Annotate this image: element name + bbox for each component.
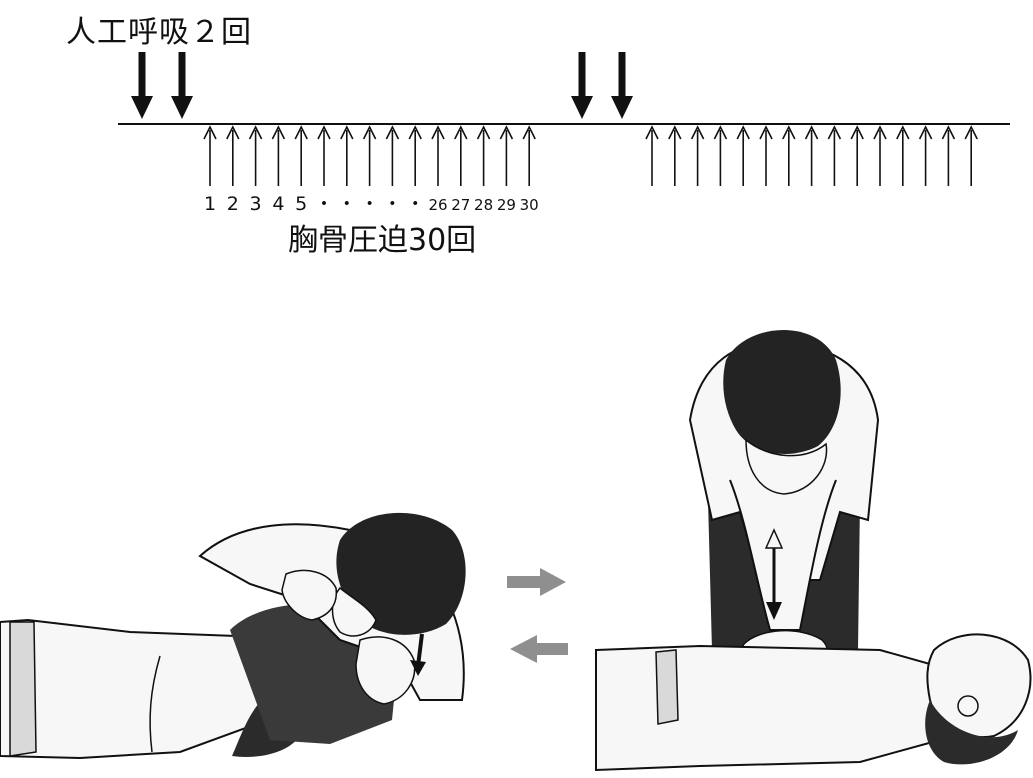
rescuer-hair-right [723, 329, 841, 454]
rescuer-hair [336, 512, 466, 635]
compression-arrow [873, 125, 887, 186]
compression-arrow [522, 125, 536, 186]
patient-belt [655, 649, 679, 725]
compression-arrow [736, 125, 750, 186]
patient-hair-right [925, 700, 1018, 765]
rescuer-hand-nose [281, 569, 338, 621]
compression-arrow [690, 125, 705, 186]
compression-arrow [850, 125, 864, 186]
rescuer-face [331, 586, 377, 637]
compression-arrow [476, 125, 491, 186]
compression-arrow [294, 125, 308, 186]
count-label: 2 [227, 193, 239, 215]
breath-arrow [611, 52, 633, 119]
rescue-breathing-illustration [0, 512, 466, 760]
count-label: 5 [295, 193, 307, 215]
count-label: ・ [406, 193, 425, 215]
compression-arrow [645, 125, 659, 186]
count-label: 28 [474, 196, 493, 214]
compression-arrow [804, 125, 819, 186]
compression-arrow [454, 125, 468, 186]
count-label: 27 [451, 196, 470, 214]
count-label: ・ [314, 193, 333, 215]
compression-arrow [827, 125, 842, 186]
compression-arrow [226, 125, 240, 186]
compression-arrow [713, 125, 728, 186]
compression-arrow [759, 125, 773, 186]
compression-arrow [248, 125, 263, 186]
breath-arrow [171, 52, 193, 119]
compression-arrow [941, 125, 956, 186]
count-label: ・ [383, 193, 402, 215]
compression-arrow [362, 125, 377, 186]
compression-arrow [340, 125, 354, 186]
compression-arrow [203, 125, 217, 186]
compression-arrow [782, 125, 796, 186]
compression-arrow [668, 125, 682, 186]
breath-arrows [131, 52, 633, 119]
patient-head-right [926, 633, 1032, 739]
count-label: 30 [520, 196, 539, 214]
compressions-label: 胸骨圧迫30回 [288, 223, 477, 258]
count-label: 29 [497, 196, 516, 214]
breaths-label: 人工呼吸２回 [66, 15, 252, 50]
compression-arrow [317, 125, 331, 186]
cycle-arrow-right [507, 568, 566, 596]
breath-arrow [131, 52, 153, 119]
patient-sleeve [9, 621, 37, 757]
compression-arrows [203, 125, 978, 186]
count-label: 1 [204, 193, 216, 215]
compression-arrow [896, 125, 910, 186]
count-label: ・ [360, 193, 379, 215]
cycle-arrow-left [510, 635, 568, 663]
rescuer-hand-chin [355, 636, 416, 705]
count-label: 4 [272, 193, 284, 215]
compression-arrow [408, 125, 422, 186]
count-label: 3 [250, 193, 262, 215]
chest-compression-illustration [595, 329, 1032, 772]
breath-arrow [571, 52, 593, 119]
compression-arrow [918, 125, 933, 186]
compression-arrow [385, 125, 400, 186]
patient-torso-right [595, 644, 942, 772]
compression-arrow [431, 125, 445, 186]
compression-arrow [271, 125, 286, 186]
compression-arrow [964, 125, 978, 186]
rescuer-face-right [745, 438, 828, 495]
count-label: 26 [428, 196, 447, 214]
compression-arrow [499, 125, 514, 186]
count-label: ・ [337, 193, 356, 215]
